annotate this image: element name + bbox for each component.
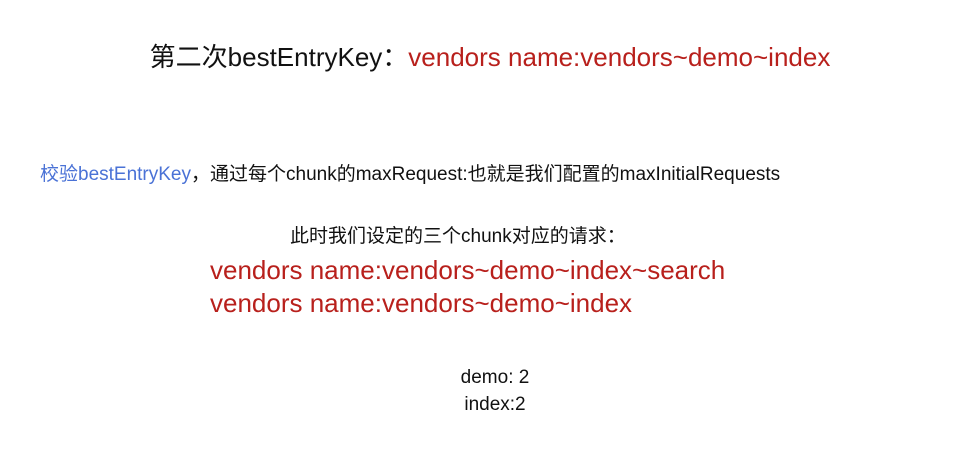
count-line: demo: 2 (460, 367, 530, 388)
request-line: vendors name:vendors~demo~index (210, 288, 633, 318)
heading-value: vendors name:vendors~demo~index (408, 42, 831, 72)
check-key: 校验bestEntryKey (40, 164, 191, 185)
settings-intro: 此时我们设定的三个chunk对应的请求： (290, 226, 626, 247)
check-line: 校验bestEntryKey，通过每个chunk的maxRequest:也就是我… (40, 160, 780, 190)
check-text: ，通过每个chunk的maxRequest:也就是我们配置的maxInitial… (191, 164, 781, 185)
heading: 第二次bestEntryKey：vendors name:vendors~dem… (0, 38, 960, 76)
heading-label: 第二次bestEntryKey： (149, 42, 409, 72)
request-line: vendors name:vendors~demo~index~search (210, 255, 726, 285)
count-line: index:2 (464, 394, 526, 415)
